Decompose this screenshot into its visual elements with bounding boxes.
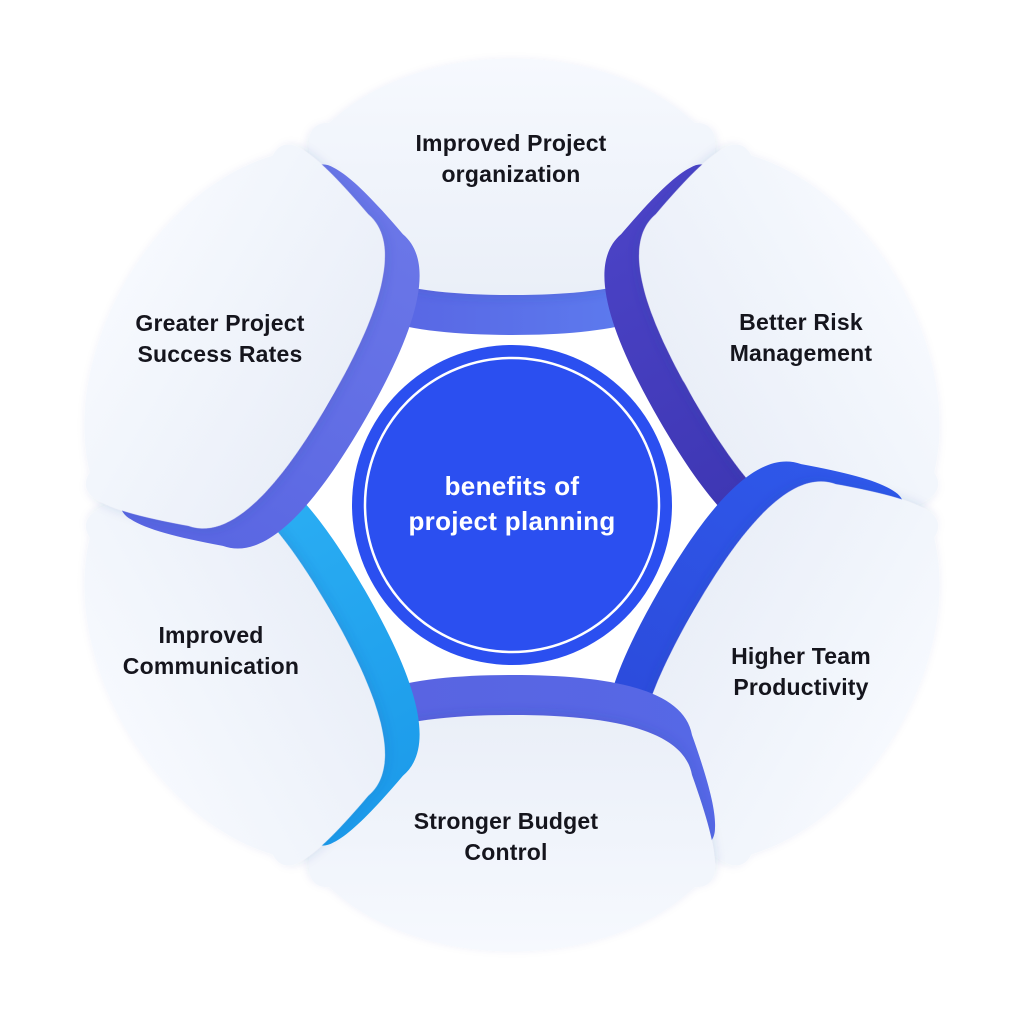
center-ring <box>363 356 661 654</box>
center-circle <box>352 345 672 665</box>
